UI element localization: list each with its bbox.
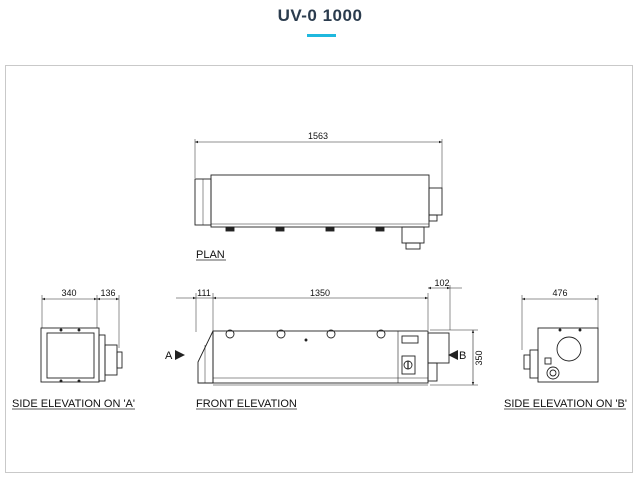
plan-dimension-overall: 1563 bbox=[308, 131, 328, 141]
plan-body bbox=[210, 174, 430, 228]
front-dimension-right: 102 bbox=[434, 278, 449, 288]
front-body bbox=[212, 330, 429, 384]
outlet-port bbox=[556, 336, 582, 362]
side-a-dimension-width: 340 bbox=[61, 288, 76, 298]
front-elevation-label: FRONT ELEVATION bbox=[196, 398, 297, 410]
side-elevation-b-view bbox=[521, 295, 599, 383]
front-dimension-length: 1350 bbox=[310, 288, 330, 298]
marker-b-letter: B bbox=[459, 350, 466, 362]
marker-b-arrow-icon bbox=[448, 350, 458, 360]
drawing-frame bbox=[5, 65, 633, 473]
page-title: UV-0 1000 bbox=[277, 6, 363, 25]
marker-a-arrow-icon bbox=[175, 350, 185, 360]
side-elevation-a-view bbox=[40, 295, 123, 383]
side-b-dimension-width: 476 bbox=[552, 288, 567, 298]
side-elevation-a-label: SIDE ELEVATION ON 'A' bbox=[12, 398, 135, 410]
side-elevation-b-label: SIDE ELEVATION ON 'B' bbox=[504, 398, 627, 410]
front-dimension-height: 350 bbox=[474, 350, 484, 365]
plan-view bbox=[194, 139, 443, 250]
front-elevation-view bbox=[176, 285, 478, 386]
plan-label: PLAN bbox=[196, 249, 225, 261]
title-accent-bar bbox=[307, 34, 336, 37]
front-dimension-left: 111 bbox=[197, 288, 211, 298]
side-a-dimension-offset: 136 bbox=[100, 288, 115, 298]
marker-a-letter: A bbox=[165, 350, 173, 362]
